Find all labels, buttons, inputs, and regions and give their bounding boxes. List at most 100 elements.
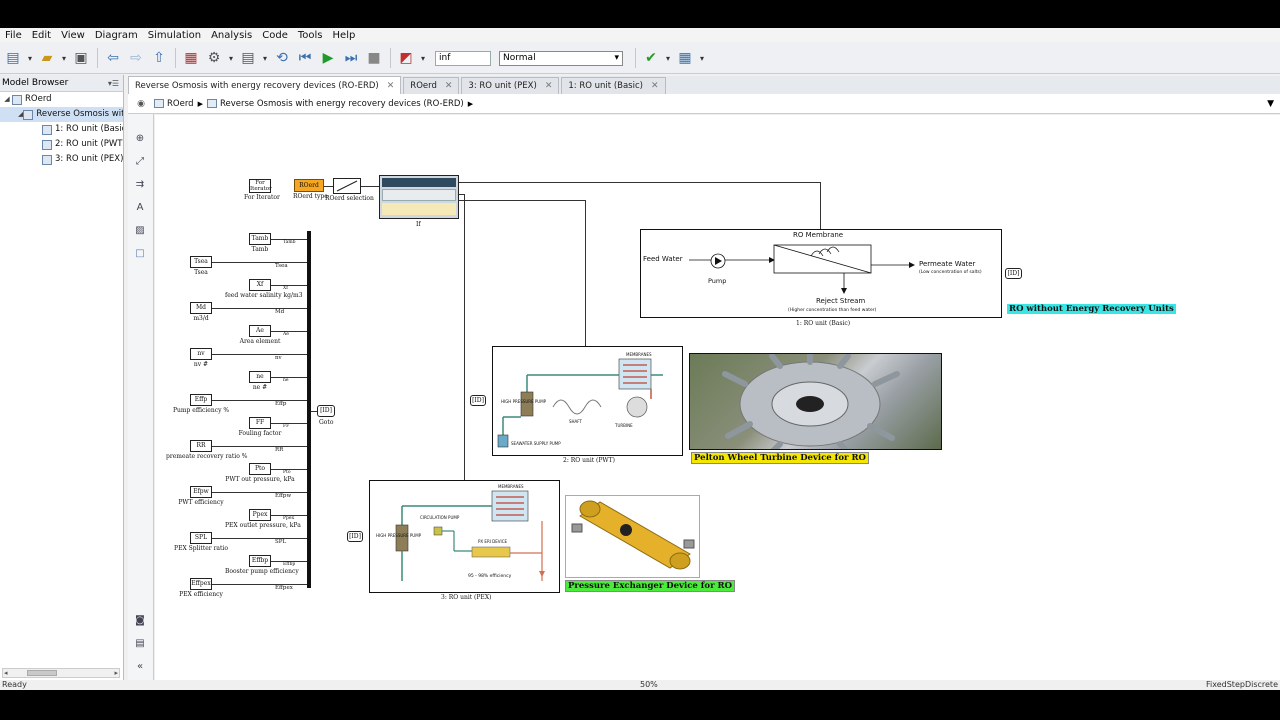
constant-block[interactable]: Tamb [249, 233, 271, 245]
mux-bus-block[interactable] [307, 231, 311, 588]
annotation-icon[interactable]: A [136, 202, 144, 213]
back-arrow-icon[interactable]: ⇦ [107, 50, 119, 66]
stop-time-input[interactable]: inf [435, 50, 491, 66]
constant-block[interactable]: ne [249, 371, 271, 383]
step-forward-icon[interactable]: ⏭ [344, 50, 358, 66]
constant-block[interactable]: Md [190, 302, 212, 314]
diagram-canvas[interactable]: For Iterator For Iterator ROerd ROerd ty… [155, 115, 1280, 680]
constant-label: Area element [239, 338, 281, 345]
open-dropdown-icon[interactable]: ▾ [61, 53, 66, 63]
advisor-dropdown-icon[interactable]: ▾ [665, 53, 670, 63]
collapse-icon[interactable]: « [136, 661, 144, 672]
menu-code[interactable]: Code [262, 29, 288, 41]
expand-triangle-icon[interactable]: ◢ [4, 95, 10, 103]
property-inspector-icon[interactable]: ▤ [135, 638, 145, 649]
menu-tools[interactable]: Tools [297, 29, 323, 41]
model-settings-gear-icon[interactable]: ⚙ [207, 50, 221, 66]
constant-block[interactable]: Ae [249, 325, 271, 337]
browser-menu-icon[interactable]: ▾☰ [107, 79, 119, 88]
constant-block[interactable]: Pto [249, 463, 271, 475]
scrollbar-thumb[interactable] [27, 670, 57, 676]
goto-block[interactable]: [ID] [317, 405, 335, 417]
screenshot-icon[interactable]: ◙ [135, 615, 145, 626]
constant-block[interactable]: Ppex [249, 509, 271, 521]
ro-pwt-subsystem[interactable]: MEMBRANES HIGH PRESSURE PUMP SHAFT TURBI… [492, 346, 683, 456]
scope-dropdown-icon[interactable]: ▾ [420, 53, 425, 63]
constant-block[interactable]: Tsea [190, 256, 212, 268]
build-grid-icon[interactable]: ▦ [678, 50, 692, 66]
close-tab-icon[interactable]: ✕ [444, 81, 453, 91]
menu-analysis[interactable]: Analysis [211, 29, 253, 41]
close-tab-icon[interactable]: ✕ [650, 81, 659, 91]
tab-ro-basic[interactable]: 1: RO unit (Basic)✕ [561, 77, 666, 94]
from-block-pex[interactable]: [ID] [347, 531, 363, 542]
up-arrow-icon[interactable]: ⇧ [153, 50, 165, 66]
tree-item-ro-pex[interactable]: 3: RO unit (PEX) [0, 152, 123, 167]
ro-basic-subsystem[interactable]: RO Membrane Feed Water Pump Permeate Wat… [640, 229, 1002, 318]
menu-simulation[interactable]: Simulation [147, 29, 202, 41]
tree-item-ro-basic[interactable]: 1: RO unit (Basic) [0, 122, 123, 137]
library-browser-icon[interactable]: ▦ [184, 50, 198, 66]
model-advisor-check-icon[interactable]: ✔ [645, 50, 657, 66]
open-folder-icon[interactable]: ▰ [41, 50, 53, 66]
constant-block[interactable]: nv [190, 348, 212, 360]
save-icon[interactable]: ▣ [74, 50, 88, 66]
address-dropdown-icon[interactable]: ▼ [1267, 98, 1274, 109]
constant-block[interactable]: SPL [190, 532, 212, 544]
menu-file[interactable]: File [5, 29, 22, 41]
settings-dropdown-icon[interactable]: ▾ [228, 53, 233, 63]
model-browser-title: Model Browser [2, 78, 69, 88]
roerd-selection-block[interactable] [333, 178, 361, 194]
stop-icon[interactable]: ■ [367, 50, 381, 66]
constant-block[interactable]: Effpex [190, 578, 212, 590]
build-dropdown-icon[interactable]: ▾ [699, 53, 704, 63]
image-icon[interactable]: ▨ [135, 225, 145, 236]
constant-block[interactable]: Effp [190, 394, 212, 406]
constant-block[interactable]: Effbp [249, 555, 271, 567]
arrow-icon[interactable]: ⇉ [135, 179, 145, 190]
from-block-pwt[interactable]: [ID] [470, 395, 486, 406]
tree-item-ro-pwt[interactable]: 2: RO unit (PWT) [0, 137, 123, 152]
menu-diagram[interactable]: Diagram [94, 29, 138, 41]
run-play-icon[interactable]: ▶ [322, 50, 334, 66]
scroll-left-icon[interactable]: ◂ [4, 669, 8, 677]
breadcrumb-ro-erd[interactable]: Reverse Osmosis with energy recovery dev… [206, 99, 464, 109]
constant-block[interactable]: Xf [249, 279, 271, 291]
scroll-right-icon[interactable]: ▸ [114, 669, 118, 677]
tree-item-ro-erd[interactable]: ◢ Reverse Osmosis with energy recovery d… [0, 107, 123, 122]
for-iterator-block[interactable]: For Iterator [249, 179, 272, 193]
ro-pex-subsystem[interactable]: MEMBRANES HIGH PRESSURE PUMP CIRCULATION… [369, 480, 560, 593]
constant-block[interactable]: RR [190, 440, 212, 452]
simulation-mode-select[interactable]: Normal [499, 50, 623, 66]
tree-item-label: 3: RO unit (PEX) [55, 154, 123, 164]
tab-roerd[interactable]: ROerd✕ [403, 77, 460, 94]
tree-item-roerd[interactable]: ◢ ROerd [0, 92, 123, 107]
hide-browser-icon[interactable]: ◉ [137, 98, 145, 109]
area-icon[interactable]: □ [135, 248, 145, 259]
expand-triangle-icon[interactable]: ◢ [18, 110, 24, 118]
fit-view-icon[interactable]: ⤢ [136, 156, 144, 167]
menu-edit[interactable]: Edit [31, 29, 52, 41]
scope-icon[interactable]: ◩ [399, 50, 413, 66]
new-model-icon[interactable]: ▤ [6, 50, 20, 66]
new-dropdown-icon[interactable]: ▾ [27, 53, 32, 63]
zoom-icon[interactable]: ⊕ [135, 133, 145, 144]
constant-block[interactable]: Efpw [190, 486, 212, 498]
tab-ro-erd[interactable]: Reverse Osmosis with energy recovery dev… [128, 76, 402, 94]
close-tab-icon[interactable]: ✕ [386, 80, 395, 91]
forward-arrow-icon[interactable]: ⇨ [130, 50, 142, 66]
browser-horizontal-scrollbar[interactable]: ◂ ▸ [2, 668, 120, 678]
menu-view[interactable]: View [61, 29, 85, 41]
if-block[interactable] [379, 175, 459, 219]
step-back-icon[interactable]: ⏮ [298, 50, 312, 66]
breadcrumb-roerd[interactable]: ROerd [154, 99, 194, 109]
roerd-type-block[interactable]: ROerd [294, 179, 324, 192]
tab-ro-pex[interactable]: 3: RO unit (PEX)✕ [461, 77, 560, 94]
model-explorer-icon[interactable]: ▤ [241, 50, 255, 66]
menu-help[interactable]: Help [332, 29, 356, 41]
update-diagram-icon[interactable]: ⟲ [276, 50, 288, 66]
constant-block[interactable]: FF [249, 417, 271, 429]
explorer-dropdown-icon[interactable]: ▾ [262, 53, 267, 63]
close-tab-icon[interactable]: ✕ [544, 81, 553, 91]
from-block-basic[interactable]: [ID] [1005, 268, 1022, 279]
